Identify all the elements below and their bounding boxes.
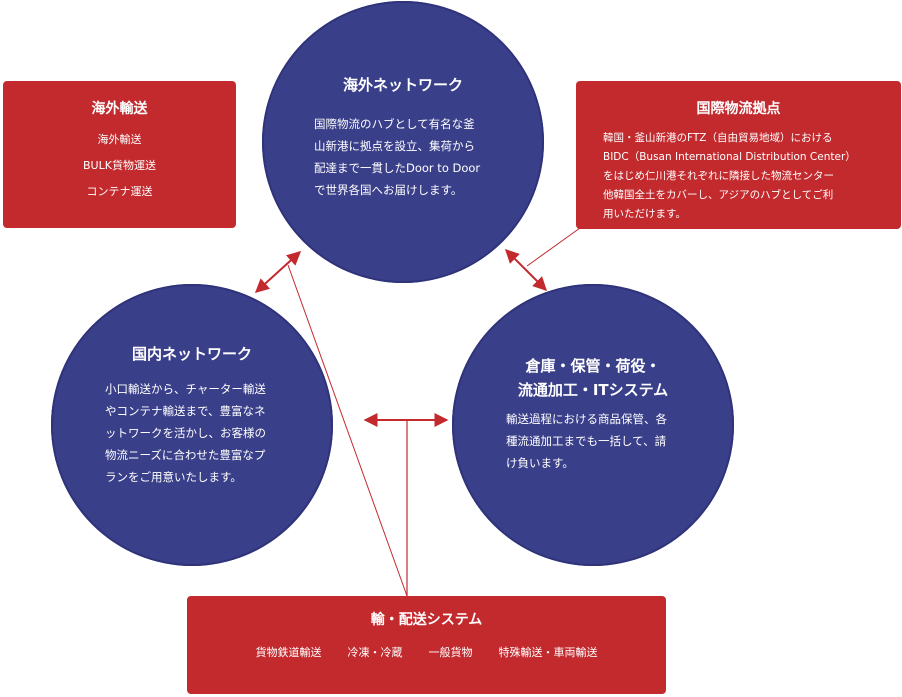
- arrow-overseas-domestic: [254, 251, 302, 293]
- text-line: 輸送過程における商品保管、各: [506, 412, 667, 426]
- intl-hub-title: 国際物流拠点: [696, 101, 781, 117]
- domestic-network-description: 小口輸送から、チャーター輸送 やコンテナ輸送まで、豊富なネ ットワークを活かし、…: [105, 378, 287, 488]
- arrow-overseas-warehouse: [505, 249, 547, 291]
- list-item: 特殊輸送・車両輸送: [498, 646, 598, 659]
- intl-hub-description: 韓国・釜山新港のFTZ（自由貿易地域）における BIDC（Busan Inter…: [603, 129, 888, 224]
- list-item: コンテナ運送: [86, 185, 153, 198]
- list-item: BULK貨物運送: [83, 159, 156, 172]
- text-line: ットワークを活かし、お客様の: [105, 426, 266, 440]
- text-line: 小口輸送から、チャーター輸送: [105, 382, 266, 396]
- text-line: 用いただけます。: [603, 208, 686, 220]
- overseas-network-circle: 海外ネットワーク 国際物流のハブとして有名な釜 山新港に拠点を設立、集荷から 配…: [262, 1, 544, 283]
- text-line: で世界各国へお届けします。: [314, 183, 463, 197]
- list-item: 冷凍・冷蔵: [347, 646, 403, 659]
- overseas-transport-list: 海外輸送 BULK貨物運送 コンテナ運送: [3, 127, 236, 205]
- connector-intl-hub: [526, 227, 581, 267]
- text-line: 韓国・釜山新港のFTZ（自由貿易地域）における: [603, 132, 833, 144]
- list-item: 海外輸送: [97, 133, 142, 146]
- text-line: ランをご用意いたします。: [105, 470, 242, 484]
- title-line: 流通加工・ITシステム: [517, 381, 669, 399]
- text-line: をはじめ仁川港それぞれに隣接した物流センター: [603, 170, 834, 182]
- domestic-network-circle: 国内ネットワーク 小口輸送から、チャーター輸送 やコンテナ輸送まで、豊富なネ ッ…: [51, 284, 333, 566]
- text-line: 国際物流のハブとして有名な釜: [314, 117, 475, 131]
- delivery-system-title: 輸・配送システム: [370, 612, 483, 628]
- text-line: 種流通加工までも一括して、請: [506, 434, 667, 448]
- text-line: 物流ニーズに合わせた豊富なプ: [105, 448, 266, 462]
- text-line: け負います。: [506, 456, 574, 470]
- connector-delivery-diagonal: [287, 264, 408, 597]
- list-item: 貨物鉄道輸送: [255, 646, 322, 659]
- overseas-network-description: 国際物流のハブとして有名な釜 山新港に拠点を設立、集荷から 配達まで一貫したDo…: [314, 113, 498, 201]
- overseas-transport-title: 海外輸送: [91, 101, 148, 117]
- overseas-network-title: 海外ネットワーク: [342, 76, 463, 94]
- overseas-transport-box: 海外輸送 海外輸送 BULK貨物運送 コンテナ運送: [3, 81, 236, 228]
- list-item: 一般貨物: [428, 646, 473, 659]
- text-line: 他韓国全土をカバーし、アジアのハブとしてご利: [603, 189, 834, 201]
- warehouse-description: 輸送過程における商品保管、各 種流通加工までも一括して、請 け負います。: [506, 408, 690, 474]
- domestic-network-title: 国内ネットワーク: [131, 345, 252, 363]
- text-line: 配達まで一貫したDoor to Door: [314, 161, 481, 175]
- warehouse-circle: 倉庫・保管・荷役・ 流通加工・ITシステム 輸送過程における商品保管、各 種流通…: [452, 284, 734, 566]
- delivery-system-list: 貨物鉄道輸送 冷凍・冷蔵 一般貨物 特殊輸送・車両輸送: [187, 644, 666, 660]
- text-line: BIDC（Busan International Distribution Ce…: [603, 151, 856, 163]
- text-line: やコンテナ輸送まで、豊富なネ: [105, 404, 266, 418]
- text-line: 山新港に拠点を設立、集荷から: [314, 139, 475, 153]
- title-line: 倉庫・保管・荷役・: [525, 357, 661, 375]
- delivery-system-box: 輸・配送システム 貨物鉄道輸送 冷凍・冷蔵 一般貨物 特殊輸送・車両輸送: [187, 596, 666, 694]
- intl-logistics-hub-box: 国際物流拠点 韓国・釜山新港のFTZ（自由貿易地域）における BIDC（Busa…: [576, 81, 901, 229]
- warehouse-title: 倉庫・保管・荷役・ 流通加工・ITシステム: [452, 354, 734, 402]
